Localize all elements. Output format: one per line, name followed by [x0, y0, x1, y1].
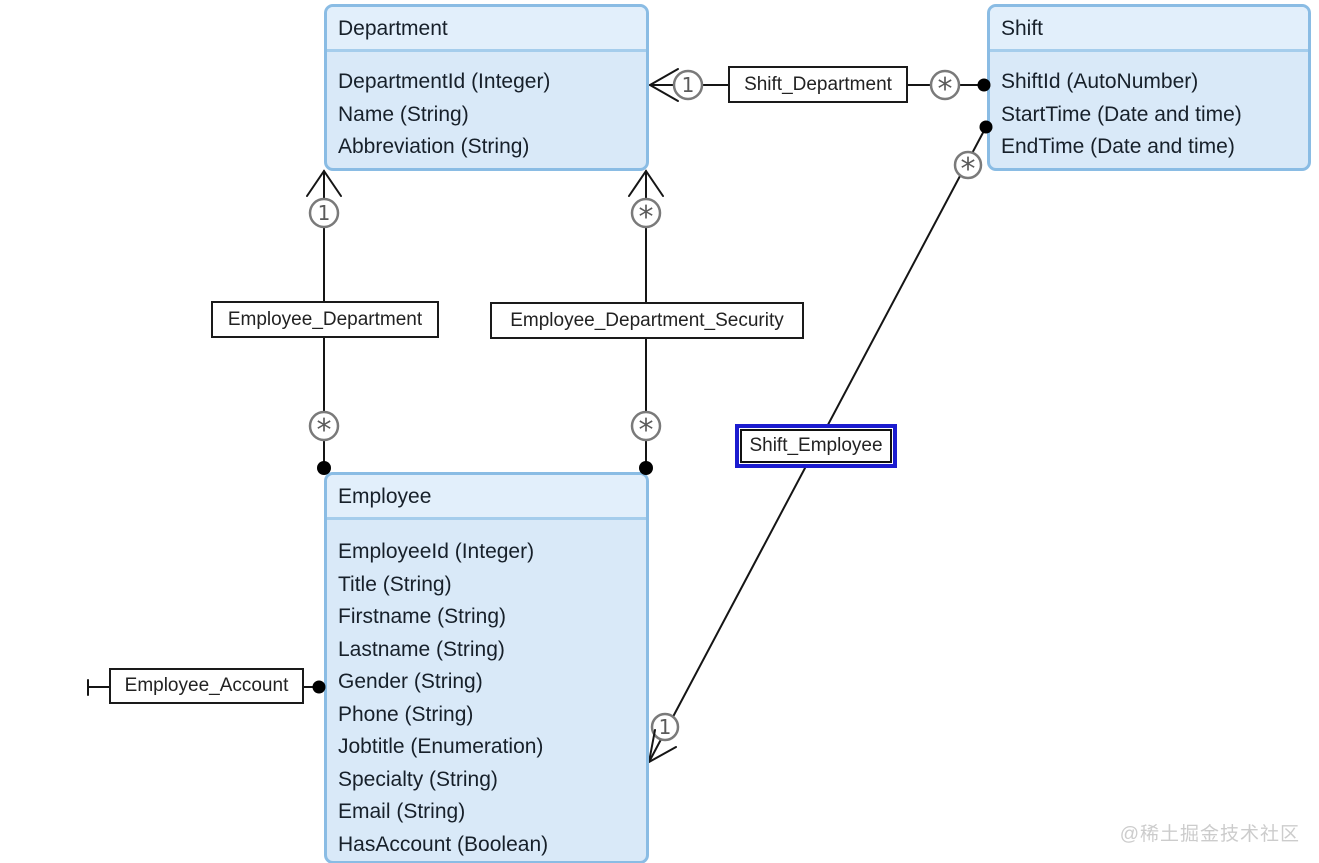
- field-phone: Phone (String): [338, 702, 474, 726]
- field-title: Title (String): [338, 572, 452, 596]
- multiplicity-badge: [308, 197, 340, 229]
- field-email: Email (String): [338, 800, 466, 823]
- multiplicity-label: *: [938, 72, 953, 107]
- field-firstname: Firstname (String): [338, 605, 507, 628]
- entity-employee[interactable]: Employee EmployeeId (Integer) Title (Str…: [324, 472, 649, 863]
- entity-shift-title: Shift: [990, 7, 1308, 52]
- multiplicity-label: 1: [318, 201, 331, 225]
- multiplicity-label: 1: [659, 715, 672, 739]
- entity-shift[interactable]: Shift ShiftId (AutoNumber) StartTime (Da…: [987, 4, 1311, 171]
- field-abbreviation: Abbreviation (String): [338, 135, 530, 158]
- field-endtime: EndTime (Date and time): [1001, 135, 1235, 158]
- multiplicity-label: *: [639, 200, 654, 235]
- arrow-up-marker: [306, 169, 342, 197]
- field-starttime: StartTime (Date and time): [1001, 102, 1242, 126]
- multiplicity-label: 1: [682, 73, 695, 97]
- watermark: @稀土掘金技术社区: [1119, 824, 1300, 845]
- crowfoot-many-marker: [647, 729, 677, 764]
- multiplicity-badge: [308, 410, 340, 442]
- multiplicity-label: *: [639, 413, 654, 448]
- multiplicity-badge: [630, 197, 662, 229]
- rel-label-shift-employee[interactable]: Shift_Employee: [740, 429, 892, 463]
- field-departmentid: DepartmentId (Integer): [338, 70, 551, 93]
- rel-label-employee-account[interactable]: Employee_Account: [109, 668, 304, 704]
- entity-employee-title: Employee: [327, 475, 646, 520]
- field-specialty: Specialty (String): [338, 767, 498, 791]
- multiplicity-badge: [630, 410, 662, 442]
- arrow-up-marker: [628, 169, 664, 197]
- multiplicity-badge: [953, 150, 983, 180]
- rel-label-shift-department[interactable]: Shift_Department: [728, 66, 908, 103]
- field-hasaccount: HasAccount (Boolean): [338, 832, 549, 856]
- entity-department-title: Department: [327, 7, 646, 52]
- field-gender: Gender (String): [338, 670, 483, 693]
- rel-label-employee-department[interactable]: Employee_Department: [211, 301, 439, 338]
- entity-employee-fields: EmployeeId (Integer) Title (String) Firs…: [327, 520, 646, 863]
- field-lastname: Lastname (String): [338, 637, 505, 661]
- crowfoot-many-marker: [647, 68, 679, 102]
- field-employeeid: EmployeeId (Integer): [338, 540, 535, 563]
- field-shiftid: ShiftId (AutoNumber): [1001, 70, 1199, 93]
- entity-shift-fields: ShiftId (AutoNumber) StartTime (Date and…: [990, 52, 1308, 170]
- entity-department[interactable]: Department DepartmentId (Integer) Name (…: [324, 4, 649, 171]
- field-name: Name (String): [338, 102, 469, 126]
- entity-department-fields: DepartmentId (Integer) Name (String) Abb…: [327, 52, 646, 170]
- multiplicity-badge: [650, 712, 680, 742]
- rel-label-shift-employee-selected[interactable]: Shift_Employee: [735, 424, 897, 468]
- field-jobtitle: Jobtitle (Enumeration): [338, 735, 544, 758]
- rel-label-employee-department-security[interactable]: Employee_Department_Security: [490, 302, 804, 339]
- connector-shift-department[interactable]: 1 *: [647, 68, 985, 107]
- multiplicity-label: *: [961, 152, 976, 187]
- multiplicity-label: *: [317, 413, 332, 448]
- multiplicity-badge: [672, 69, 704, 101]
- connector-employee-department[interactable]: 1 *: [306, 169, 342, 469]
- multiplicity-badge: [929, 69, 961, 101]
